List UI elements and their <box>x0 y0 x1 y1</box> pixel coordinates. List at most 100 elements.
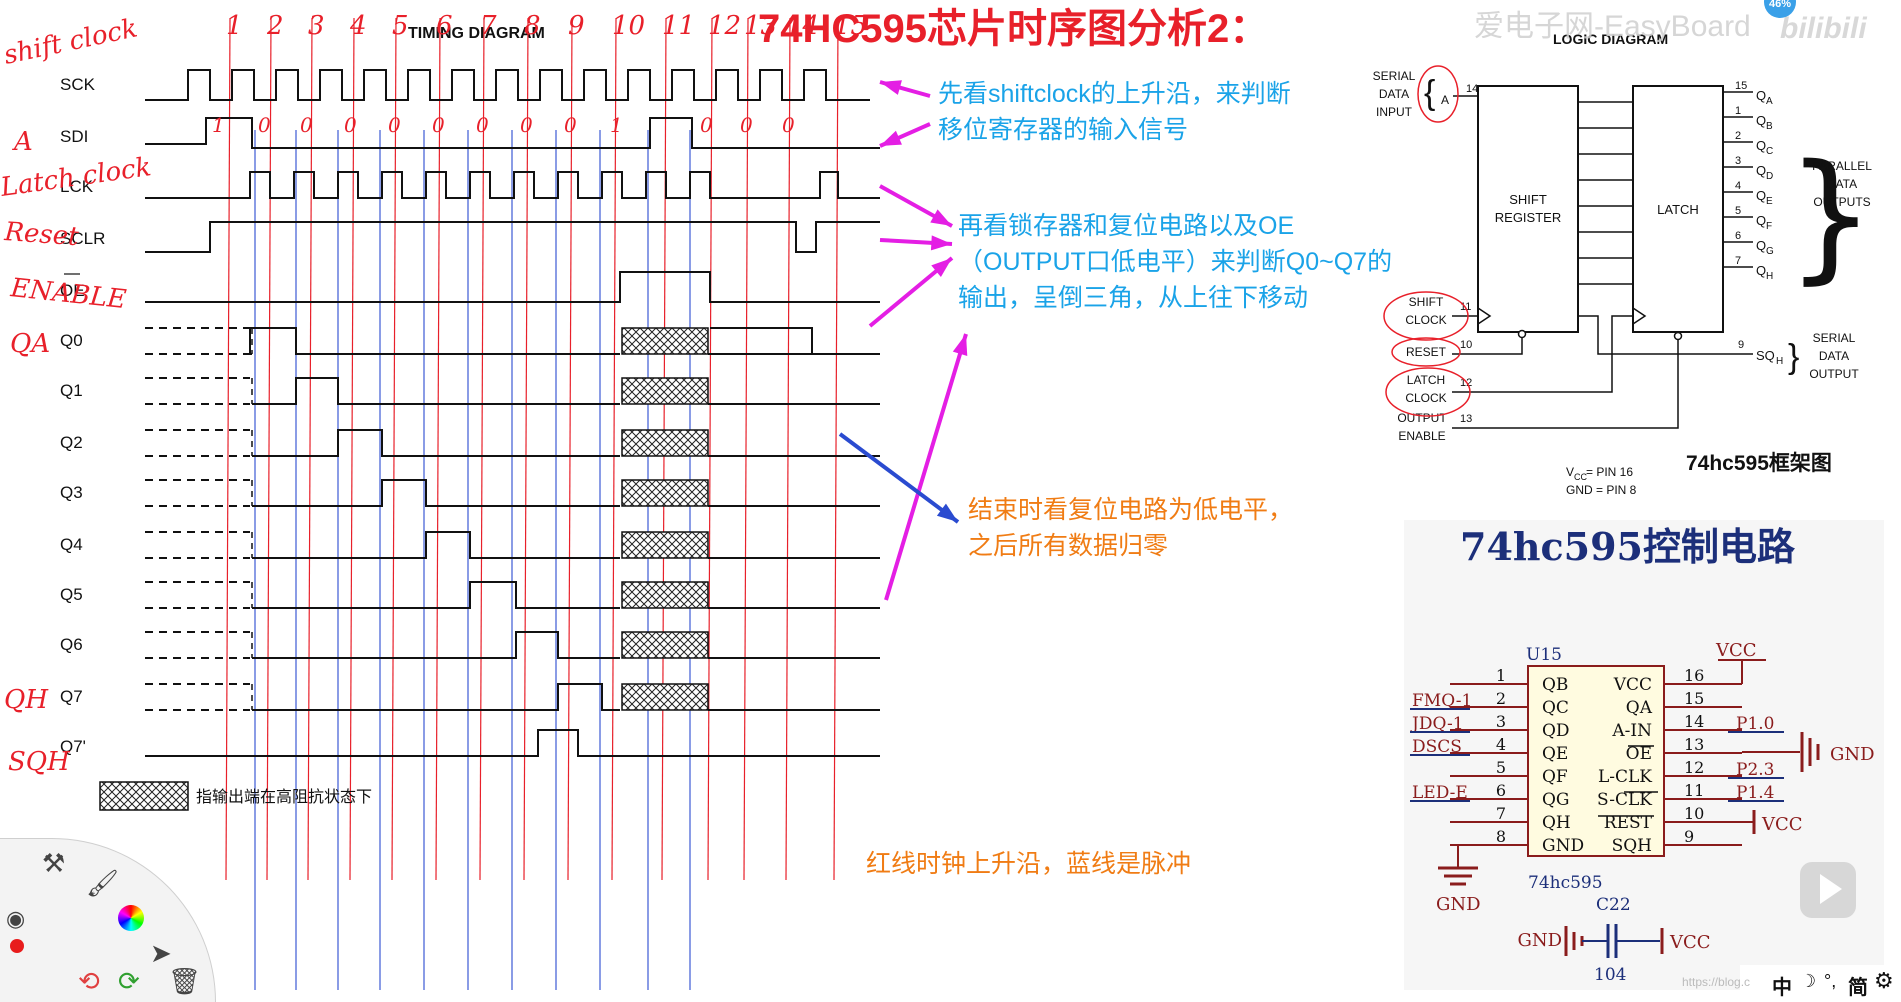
progress-badge-circle <box>1764 0 1796 18</box>
signal-label: SCK <box>60 75 96 94</box>
arrow-q <box>884 333 968 601</box>
clock-number: 1 <box>226 11 243 41</box>
left-pin-name: QE <box>1542 744 1568 764</box>
output-pin-number: 1 <box>1735 105 1741 117</box>
cursor-icon[interactable]: ➤ <box>150 939 172 969</box>
punctuation-icon[interactable]: °, <box>1824 971 1837 991</box>
shift-register-label: REGISTER <box>1495 210 1561 225</box>
timing-diagram-title: TIMING DIAGRAM <box>408 25 545 42</box>
sdi-bit-mark: 0 <box>700 113 713 137</box>
gear-icon[interactable]: ⚙ <box>1874 969 1894 994</box>
left-pin-number: 3 <box>1496 712 1506 731</box>
gnd-note: GND = PIN 8 <box>1566 483 1637 497</box>
clock-number: 10 <box>612 11 645 41</box>
slide-title: 74HC595芯片时序图分析2： <box>758 7 1269 51</box>
right-pin-name: OE <box>1626 744 1652 764</box>
serial-output-label: SERIAL <box>1813 331 1856 345</box>
serial-input-label: DATA <box>1379 87 1409 101</box>
hiz-box <box>621 683 709 711</box>
output-sub: G <box>1766 246 1774 257</box>
bulb-icon[interactable]: ◉ <box>6 907 26 932</box>
annotation-arrows: 先看shiftclock的上升沿，来判断移位寄存器的输入信号再看锁存器和复位电路… <box>838 80 1392 878</box>
moon-icon[interactable]: ☽ <box>1800 971 1817 992</box>
ime-mode[interactable]: 简 <box>1848 977 1868 999</box>
left-pin-name: QG <box>1542 790 1570 810</box>
hiz-legend-text: 指输出端在高阻抗状态下 <box>196 788 372 806</box>
clock-number: 12 <box>708 11 741 41</box>
watermark-text: 爱电子网-EasyBoard <box>1474 10 1751 43</box>
right-pin-name: REST <box>1604 813 1653 833</box>
trash-icon[interactable]: 🗑 <box>168 967 202 997</box>
right-pin-name: S-CLK <box>1597 790 1652 810</box>
output-pin-number: 3 <box>1735 155 1741 167</box>
gnd-bottom-wire <box>1450 844 1459 868</box>
red-clock-line <box>391 17 397 881</box>
right-pin-number: 16 <box>1684 666 1704 685</box>
parallel-output-brace: } <box>1786 135 1875 298</box>
record-icon[interactable] <box>10 939 24 953</box>
signal-label: LCK <box>60 177 94 196</box>
vcc-note-sub: CC <box>1574 472 1587 482</box>
arrow-sdi-head <box>880 130 902 146</box>
red-clock-line <box>743 17 749 881</box>
sdi-bit-mark: 1 <box>610 113 623 137</box>
right-pin-number: 12 <box>1684 758 1704 777</box>
ime-indicator[interactable]: 中 <box>1772 977 1792 999</box>
sdi-bit-mark: 1 <box>212 113 225 137</box>
output-pin-number: 7 <box>1735 255 1741 267</box>
brush-icon[interactable]: 🖌 <box>86 869 120 899</box>
handwritten-circle-latch <box>1385 367 1471 417</box>
play-triangle-icon <box>1820 874 1842 904</box>
right-pin-number: 13 <box>1684 735 1704 754</box>
output-sub: C <box>1766 146 1773 157</box>
signal-label: Q5 <box>60 585 83 604</box>
output-name: Q <box>1756 163 1766 178</box>
output-name: Q <box>1756 113 1766 128</box>
clock-number: 5 <box>392 11 409 41</box>
right-pin-number: 14 <box>1684 712 1704 731</box>
sclr-waveform <box>145 221 880 253</box>
clock-number: 7 <box>480 11 497 41</box>
output-sub: F <box>1766 221 1772 232</box>
taskbar-tray: https://blog.c 中 ☽ °, 简 ⚙ <box>1682 965 1901 1001</box>
sdi-bit-mark: 0 <box>740 113 753 137</box>
q-waveform <box>252 683 620 711</box>
right-pin-name: VCC <box>1613 675 1652 695</box>
signal-label: SDI <box>60 127 88 146</box>
cap-gnd-label: GND <box>1517 930 1562 951</box>
vcc-right-label: VCC <box>1761 814 1803 835</box>
chip-body <box>1527 665 1665 857</box>
sqh-sub: H <box>1776 356 1783 367</box>
sdi-bit-mark: 0 <box>300 113 313 137</box>
vcc-note: V <box>1566 465 1574 479</box>
color-wheel-icon[interactable] <box>118 905 144 931</box>
clock-number: 4 <box>349 11 367 41</box>
hiz-box <box>621 531 709 559</box>
q0-tail-high <box>710 327 813 354</box>
output-enable-label: ENABLE <box>1398 429 1445 443</box>
signal-label: Q3 <box>60 483 83 502</box>
chip-part: 74hc595 <box>1528 873 1603 893</box>
serial-input-pin-label: A <box>1441 93 1449 107</box>
output-pin-number: 4 <box>1735 180 1741 192</box>
redo-icon[interactable]: ⟳ <box>118 967 140 997</box>
hammer-icon[interactable]: ⚒ <box>42 849 66 879</box>
vcc-top-wire <box>1718 659 1766 684</box>
arrow-reset <box>838 432 960 524</box>
clock-number: 6 <box>436 11 453 41</box>
left-pin-name: QB <box>1542 675 1568 695</box>
serial-input-label: INPUT <box>1376 105 1413 119</box>
handwritten-label: A <box>12 127 33 157</box>
undo-icon[interactable]: ⟲ <box>78 967 100 997</box>
right-pin-name: SQH <box>1612 836 1652 856</box>
right-net-label: P2.3 <box>1736 760 1774 780</box>
vcc-top-label: VCC <box>1715 640 1757 661</box>
note-shiftclock-1: 先看shiftclock的上升沿，来判断 <box>938 80 1291 108</box>
cap-vcc-label: VCC <box>1669 932 1711 953</box>
parallel-output-label: DATA <box>1827 177 1857 191</box>
signal-label: Q7 <box>60 687 83 706</box>
output-enable-pin: 13 <box>1460 413 1472 425</box>
